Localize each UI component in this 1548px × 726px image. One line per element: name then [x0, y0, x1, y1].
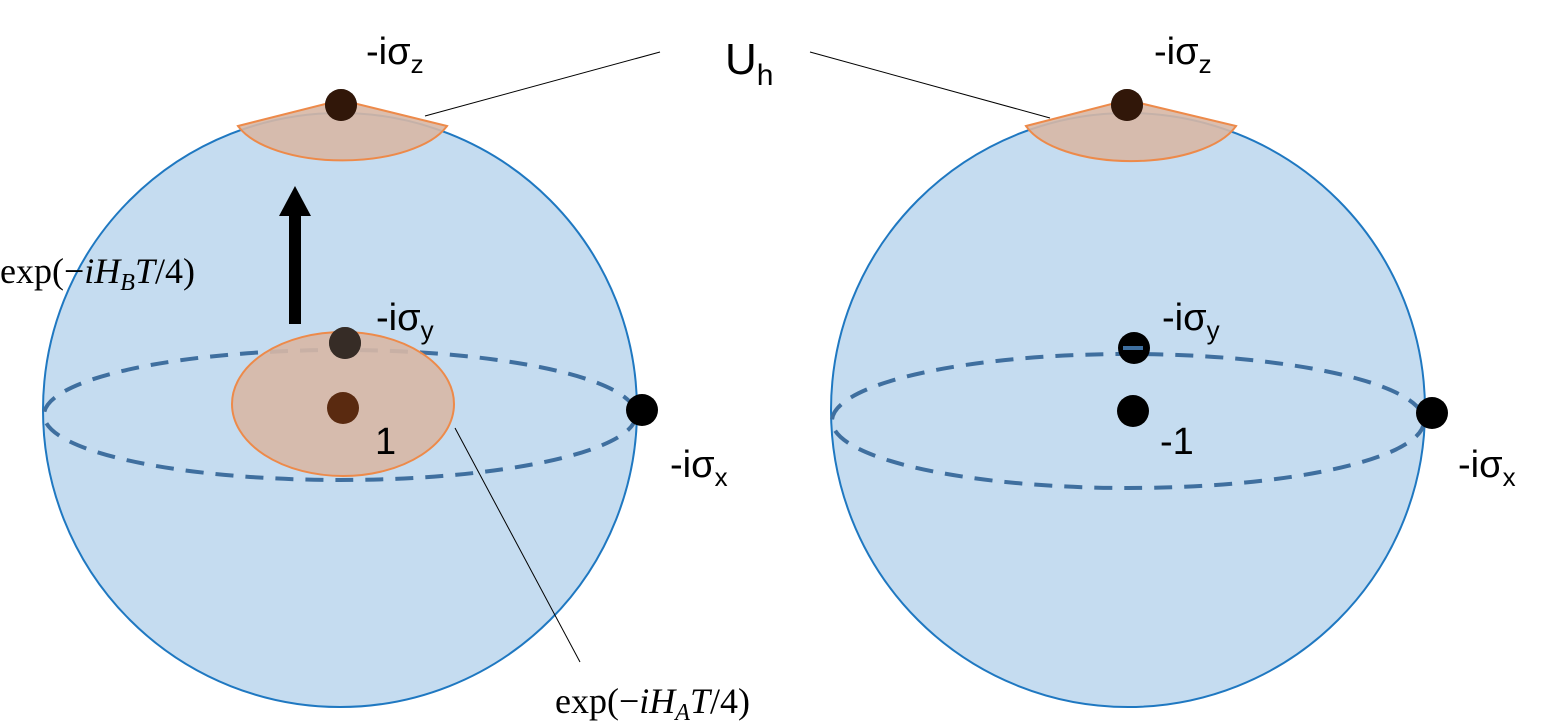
left-label-identity: 1: [375, 421, 396, 463]
left-bottom-leader-line: [454, 427, 581, 663]
right-point-sx: [1416, 397, 1448, 429]
right-top-cap-region: [1024, 98, 1238, 163]
right-point-sy-dash: [1123, 346, 1143, 350]
left-sphere-group: -iσz -iσy -iσx 1 exp(−iHBT/4) exp(−iHAT/…: [0, 31, 750, 726]
left-top-cap-region: [236, 98, 449, 162]
left-point-sx: [626, 394, 658, 426]
left-label-sy: -iσy: [376, 297, 434, 345]
left-up-arrow: [279, 186, 311, 324]
left-label-sz: -iσz: [366, 31, 424, 79]
left-arrow-label: exp(−iHBT/4): [0, 251, 195, 296]
uh-label: Uh: [725, 35, 773, 92]
left-bottom-label: exp(−iHAT/4): [555, 681, 750, 726]
left-point-sz-overlay: [325, 89, 357, 121]
right-label-minus-identity: -1: [1160, 421, 1194, 463]
right-label-sx: -iσx: [1458, 444, 1516, 492]
uh-leader-left: [424, 51, 661, 117]
right-point-sz-overlay: [1111, 89, 1143, 121]
uh-label-group: Uh: [424, 35, 1051, 119]
right-point-minus-identity: [1117, 395, 1149, 427]
uh-leader-right: [809, 51, 1051, 119]
left-point-sy-overlay: [329, 327, 361, 359]
left-label-sx: -iσx: [670, 444, 728, 492]
right-label-sy: -iσy: [1162, 297, 1220, 345]
left-point-identity: [327, 392, 359, 424]
right-sphere-group: -iσz -iσy -iσx -1: [830, 31, 1516, 708]
right-label-sz: -iσz: [1154, 31, 1212, 79]
